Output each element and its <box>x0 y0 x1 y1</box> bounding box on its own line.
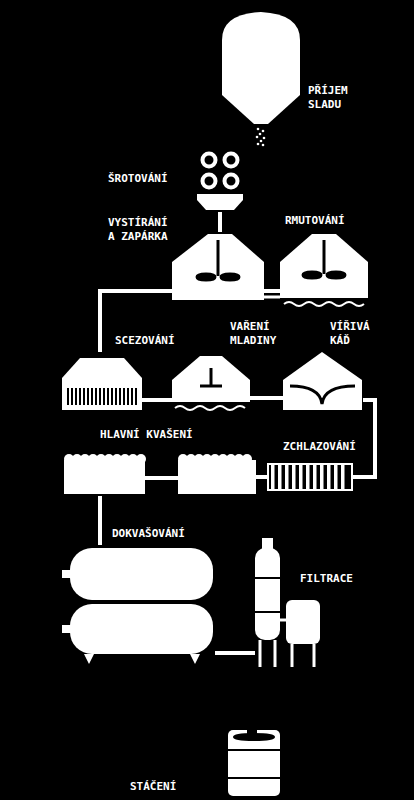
process-step: RMUTOVÁNÍ <box>280 232 368 308</box>
whirlpool <box>283 352 362 410</box>
process-step: HLAVNÍ KVAŠENÍ <box>64 450 256 496</box>
valve <box>62 570 72 578</box>
tank-legs <box>84 654 200 664</box>
cooler-frame <box>268 464 352 490</box>
lager-tank <box>70 604 213 654</box>
mill-hopper <box>197 194 243 210</box>
pipe <box>142 398 172 402</box>
lauter-grate <box>68 388 136 405</box>
process-step: ŠROTOVÁNÍ <box>196 148 244 212</box>
process-step: SCEZOVÁNÍ <box>62 352 142 410</box>
step-label: PŘÍJEM SLADU <box>308 84 356 112</box>
lager-tank <box>70 548 213 600</box>
valve <box>62 625 72 633</box>
heat-waves <box>284 302 364 306</box>
process-step: DOKVAŠOVÁNÍ <box>62 545 215 665</box>
fermenter <box>64 460 145 494</box>
step-label: VÍŘIVÁ KÁĎ <box>330 320 376 348</box>
step-label: VYSTÍRÁNÍ A ZAPÁRKA <box>108 216 176 244</box>
pipe <box>280 619 286 622</box>
step-label: VAŘENÍ MLADINY <box>230 320 282 348</box>
heat-waves <box>175 406 245 410</box>
filter-tank <box>286 600 320 644</box>
wort-kettle <box>172 356 250 402</box>
pipe <box>218 212 222 232</box>
kettle-agitator <box>303 240 345 278</box>
pipe <box>250 396 283 400</box>
malt-stream <box>256 128 266 147</box>
process-step: VYSTÍRÁNÍ A ZAPÁRKA <box>172 232 264 300</box>
pipe <box>264 296 280 299</box>
pipe <box>145 476 178 480</box>
fermenter <box>178 460 256 494</box>
pipe <box>264 289 280 293</box>
whirlpool-vortex <box>290 386 355 404</box>
step-label: DOKVAŠOVÁNÍ <box>112 527 185 541</box>
mash-agitator <box>197 240 239 280</box>
step-label: ZCHLAZOVÁNÍ <box>283 440 356 454</box>
pipe <box>352 400 375 477</box>
step-label: ŠROTOVÁNÍ <box>108 172 168 186</box>
pipe <box>256 475 268 479</box>
step-label: STÁČENÍ <box>130 780 176 794</box>
process-step: VAŘENÍ MLADINY <box>172 350 252 412</box>
keg <box>228 730 280 796</box>
step-label: RMUTOVÁNÍ <box>285 214 345 228</box>
pipe <box>215 651 255 655</box>
kettle-symbol <box>200 368 222 386</box>
process-step: STÁČENÍ <box>228 728 280 796</box>
pipe <box>98 496 102 545</box>
filter-bands <box>255 578 280 612</box>
keg-details <box>228 731 280 778</box>
filter-legs <box>260 640 314 667</box>
mill-rollers <box>203 154 238 188</box>
step-label: SCEZOVÁNÍ <box>115 334 175 348</box>
step-label: FILTRACE <box>300 572 353 586</box>
process-step: PŘÍJEM SLADU <box>222 12 300 128</box>
process-step: FILTRACE <box>248 538 322 668</box>
lauter-tun <box>62 358 142 410</box>
filter-column <box>255 548 280 640</box>
mash-kettle <box>280 234 368 298</box>
step-label: HLAVNÍ KVAŠENÍ <box>100 428 193 442</box>
mash-tun <box>172 234 264 300</box>
cooler-plates <box>271 464 345 490</box>
malt-silo <box>222 12 300 124</box>
process-step: VÍŘIVÁ KÁĎ <box>283 350 363 410</box>
process-step: ZCHLAZOVÁNÍ <box>268 462 352 492</box>
